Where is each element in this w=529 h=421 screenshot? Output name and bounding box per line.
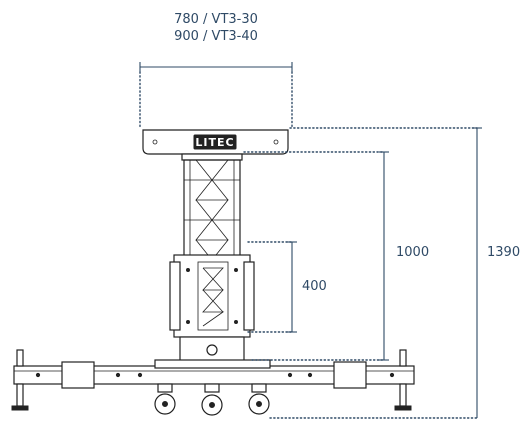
top-plate-hole-left [152, 139, 158, 145]
top-plate-hole-right [273, 139, 279, 145]
mast-height-dimension: 1000 [243, 151, 429, 361]
sleeve-side-right [243, 261, 255, 331]
top-plate-clamp [181, 153, 243, 161]
outrigger-foot-left [11, 405, 29, 411]
base-hole [115, 372, 121, 378]
casters [154, 383, 270, 416]
sleeve-inner-panel [197, 261, 229, 331]
caster-hub [256, 401, 262, 407]
outrigger-foot-right [394, 405, 412, 411]
caster-hub [209, 402, 215, 408]
sleeve-bolt [234, 320, 238, 324]
base-center-plate [154, 359, 271, 369]
base-hole [287, 372, 293, 378]
outrigger-leg-right [399, 383, 407, 407]
sleeve-block [169, 254, 255, 362]
outrigger-post-right [399, 349, 407, 367]
outrigger-post-left [16, 349, 24, 367]
sleeve-height-label: 400 [302, 279, 327, 294]
base-collar-hub [206, 344, 218, 356]
sleeve-outline [173, 254, 251, 338]
litec-logo-plate [193, 134, 237, 150]
base-hole [137, 372, 143, 378]
sleeve-bracing [202, 267, 225, 327]
caster-fork [251, 383, 267, 393]
sleeve-bolt [234, 268, 238, 272]
top-width-label-vt3-40: 900 / VT3-40 [174, 29, 258, 44]
base-frame [11, 349, 415, 411]
sleeve-bolt [186, 268, 190, 272]
top-plate: LITEC [142, 129, 289, 161]
outrigger-clamp-right [333, 361, 367, 389]
caster-fork [204, 383, 220, 393]
sleeve-side-left [169, 261, 181, 331]
outrigger-leg-left [16, 383, 24, 407]
caster-fork [157, 383, 173, 393]
base-hole [35, 372, 41, 378]
top-width-label-vt3-30: 780 / VT3-30 [174, 12, 258, 27]
litec-logo: LITEC [195, 136, 234, 149]
base-hole [307, 372, 313, 378]
sleeve-height-dimension: 400 [247, 241, 327, 333]
base-hole [389, 372, 395, 378]
total-height-dimension: 1390 [269, 127, 520, 419]
mast-height-label: 1000 [396, 245, 429, 260]
outrigger-clamp-left [61, 361, 95, 389]
sleeve-bolt [186, 320, 190, 324]
total-height-label: 1390 [487, 245, 520, 260]
top-width-dimension: 780 / VT3-30 900 / VT3-40 [139, 12, 293, 129]
caster-hub [162, 401, 168, 407]
